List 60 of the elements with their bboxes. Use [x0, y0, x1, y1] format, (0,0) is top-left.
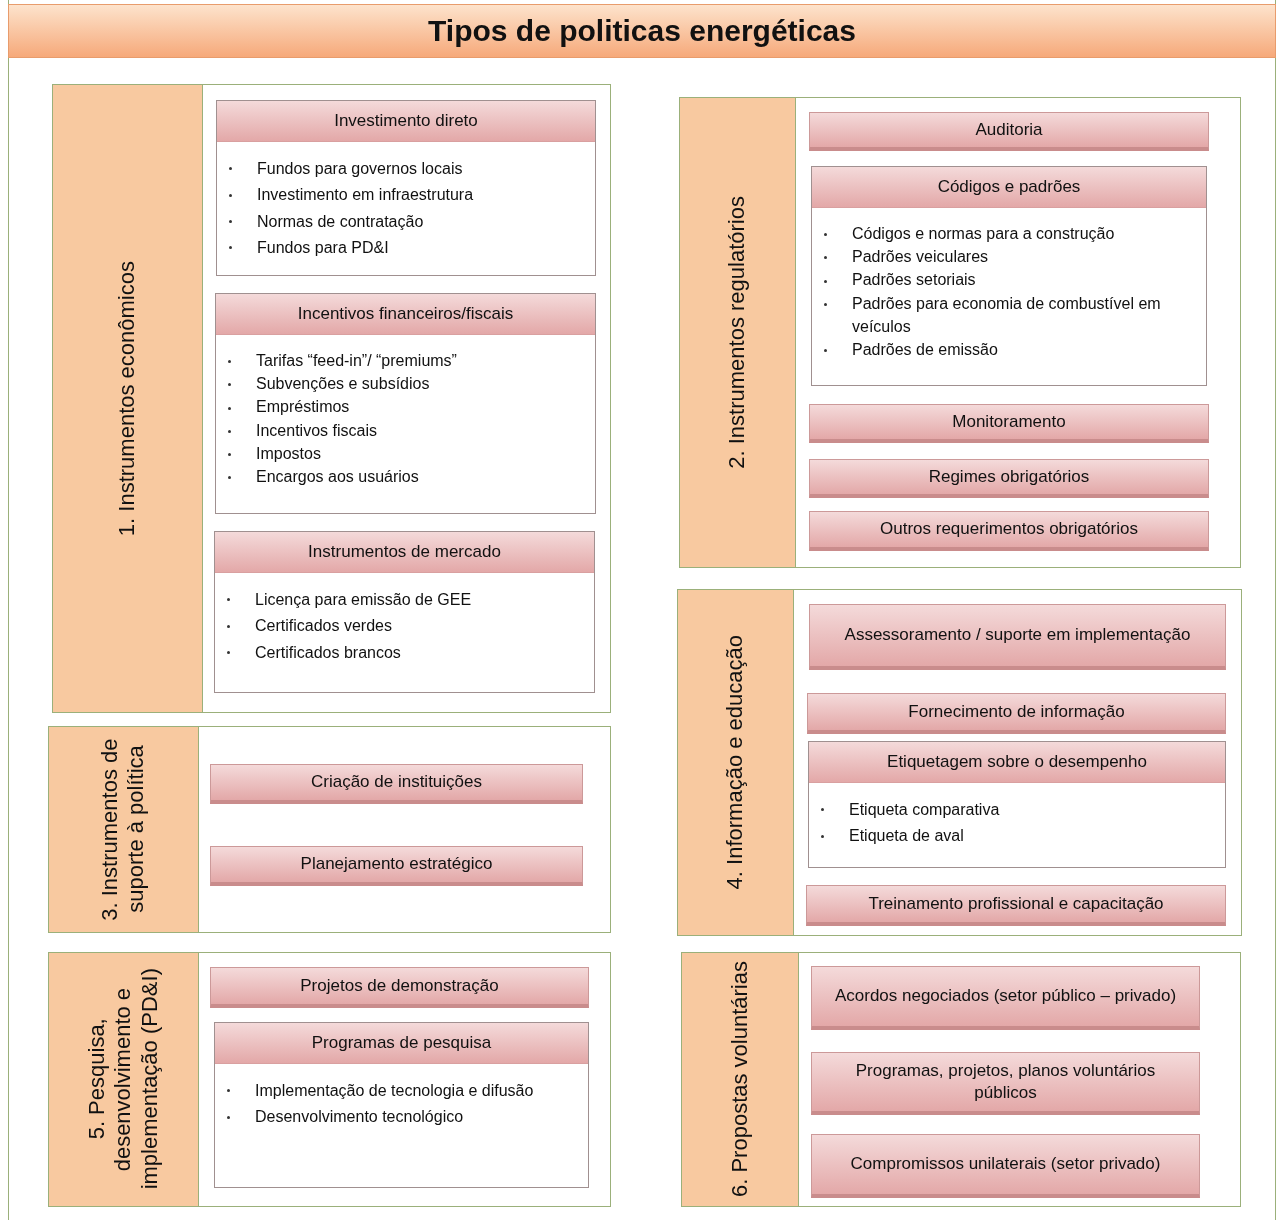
category-box: Acordos negociados (setor público – privado) — [811, 966, 1200, 1030]
category-box: Criação de instituições — [210, 764, 583, 804]
box-header: Instrumentos de mercado — [215, 532, 594, 573]
list-item: Impostos — [256, 444, 321, 462]
box-header: Investimento direto — [217, 101, 595, 142]
list-item: Etiqueta comparativa — [849, 801, 1000, 818]
list-item: Tarifas “feed-in”/ “premiums” — [256, 352, 457, 369]
list-item: Fundos para governos locais — [257, 160, 463, 177]
list-item: Códigos e normas para a construção — [852, 225, 1115, 242]
category-box: Treinamento profissional e capacitação — [806, 885, 1226, 926]
section-heading: 4. Informação e educação — [722, 635, 749, 890]
section-heading: 2. Instrumentos regulatórios — [724, 196, 751, 469]
category-box: Planejamento estratégico — [210, 846, 583, 886]
box-header: Códigos e padrões — [812, 167, 1206, 208]
list-item: Normas de contratação — [257, 212, 424, 230]
list-item: Empréstimos — [256, 398, 350, 416]
title: Tipos de politicas energéticas — [8, 4, 1276, 58]
list-item: Encargos aos usuários — [256, 467, 419, 485]
category-box: Assessoramento / suporte em implementação — [809, 604, 1226, 670]
section-heading: 3. Instrumentos de suporte à política — [97, 737, 150, 923]
list-item: Desenvolvimento tecnológico — [255, 1108, 464, 1126]
section-panel — [48, 726, 611, 933]
category-box: Projetos de demonstração — [210, 967, 589, 1008]
category-box: Auditoria — [809, 112, 1209, 151]
box-header: Programas de pesquisa — [215, 1023, 588, 1064]
category-box — [215, 293, 596, 514]
category-box — [216, 100, 596, 276]
section-panel — [52, 84, 611, 713]
section-panel — [677, 589, 1242, 936]
category-box — [811, 166, 1207, 386]
list-item: Subvenções e subsídios — [256, 375, 430, 393]
category-box: Programas, projetos, planos voluntários públicos — [811, 1052, 1200, 1115]
list-item: Padrões veiculares — [852, 248, 989, 266]
box-header: Etiquetagem sobre o desempenho — [809, 742, 1225, 783]
section-heading: 6. Propostas voluntárias — [726, 961, 753, 1198]
category-box: Monitoramento — [809, 404, 1209, 443]
section-panel — [48, 952, 611, 1207]
list-item: Fundos para PD&I — [257, 239, 389, 257]
list-item: Etiqueta de aval — [849, 827, 964, 845]
category-box — [214, 531, 595, 693]
list-item: Investimento em infraestrutura — [257, 186, 474, 204]
list-item: Certificados verdes — [255, 617, 392, 635]
list-item: Padrões de emissão — [852, 340, 998, 358]
section-heading: 1. Instrumentos econômicos — [114, 260, 141, 537]
list-item: Padrões setoriais — [852, 271, 976, 289]
category-box — [808, 741, 1226, 868]
category-box: Fornecimento de informação — [807, 693, 1226, 734]
list-item: Incentivos fiscais — [256, 421, 377, 439]
list-item: Certificados brancos — [255, 643, 401, 661]
section-panel — [679, 97, 1241, 568]
category-box: Compromissos unilaterais (setor privado) — [811, 1134, 1200, 1198]
category-box: Outros requerimentos obrigatórios — [809, 511, 1209, 551]
category-box: Regimes obrigatórios — [809, 459, 1209, 498]
section-heading: 5. Pesquisa, desenvolvimento e implementação (PD&I) — [83, 967, 163, 1193]
list-item: Padrões para economia de combustível em veículos — [852, 294, 1161, 335]
list-item: Licença para emissão de GEE — [255, 591, 472, 608]
section-panel — [681, 952, 1241, 1207]
list-item: Implementação de tecnologia e difusão — [255, 1082, 534, 1099]
category-box — [214, 1022, 589, 1188]
box-header: Incentivos financeiros/fiscais — [216, 294, 595, 335]
